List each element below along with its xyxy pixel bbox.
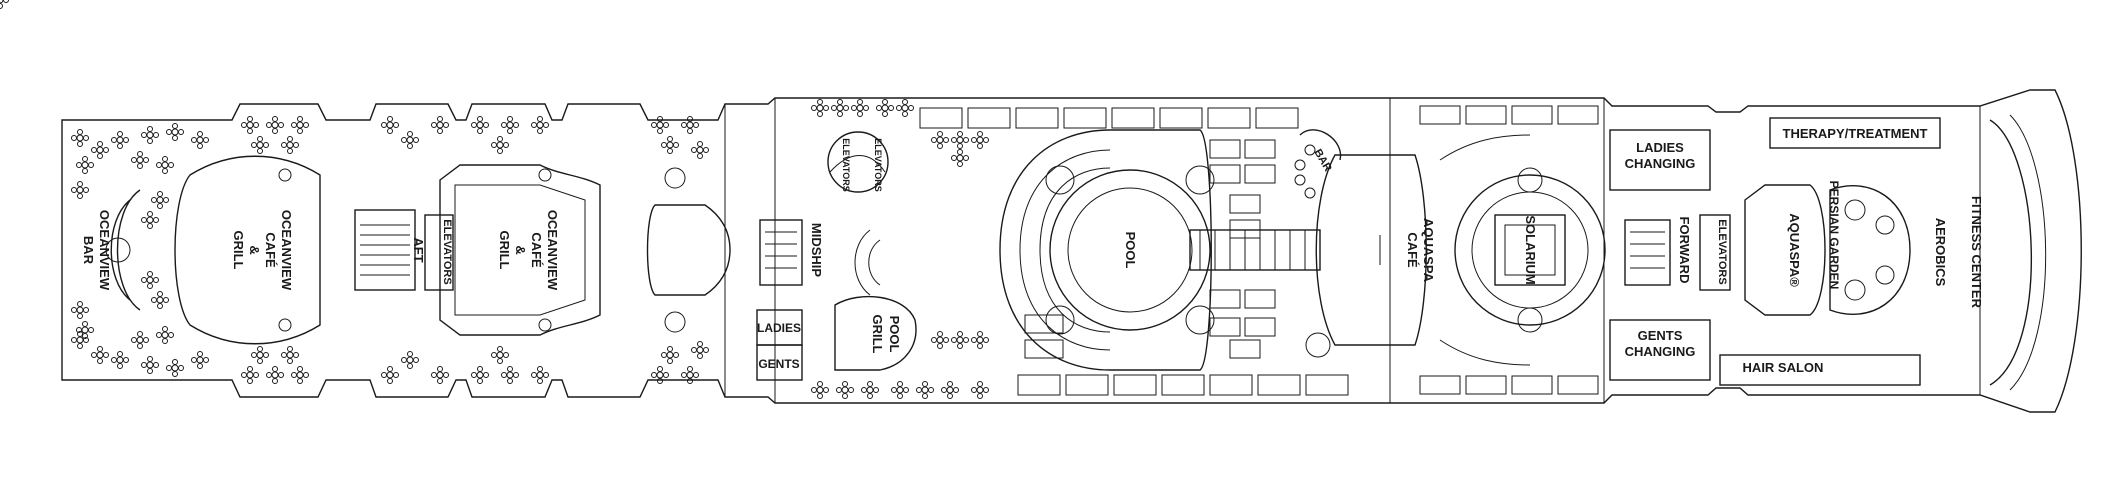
solarium-pool [1454, 174, 1606, 326]
gents-restroom [756, 344, 803, 381]
label-midship: MIDSHIP [809, 223, 824, 278]
aft-seating-clusters [0, 0, 9, 9]
label-oceanview-cafe-right-4: GRILL [497, 231, 512, 270]
label-bar: BAR [1311, 147, 1333, 174]
label-oceanview-cafe-left-4: GRILL [231, 231, 246, 270]
label-ladies-changing-1: LADIES [1636, 140, 1684, 155]
label-elevators-midship-right: ELEVATORS [873, 138, 883, 192]
label-persian-garden: PERSIAN GARDEN [1827, 181, 1841, 290]
label-hair-salon: HAIR SALON [1743, 360, 1824, 375]
persian-garden-outline [1829, 185, 1911, 315]
label-solarium: SOLARIUM [1523, 215, 1538, 284]
mid-aft-lounge [646, 204, 731, 296]
cafe-servery-right [439, 164, 601, 336]
label-pool-grill-1: POOL [887, 316, 902, 353]
therapy-treatment-room [1769, 117, 1941, 149]
gents-changing-room [1609, 319, 1711, 381]
label-pool-grill-2: GRILL [870, 315, 885, 354]
fitness-center-outline [1989, 119, 2033, 386]
label-fitness-center: FITNESS CENTER [1969, 196, 1984, 309]
hull-outline [61, 89, 2082, 413]
label-oceanview-cafe-left-1: OCEANVIEW [279, 210, 294, 291]
label-aquaspa-cafe-2: CAFÉ [1405, 232, 1420, 268]
hair-salon-room [1719, 354, 1921, 386]
label-therapy-treatment: THERAPY/TREATMENT [1783, 126, 1928, 141]
label-elevators-forward: ELEVATORS [1716, 219, 1728, 284]
label-oceanview-cafe-left-3: & [247, 245, 262, 254]
label-forward: FORWARD [1677, 217, 1692, 284]
oceanview-bar-counter [110, 189, 141, 311]
label-pool: POOL [1123, 232, 1138, 269]
label-gents-changing-1: GENTS [1638, 328, 1683, 343]
cafe-servery-left [174, 155, 321, 345]
forward-elevator-block [1699, 214, 1731, 291]
ladies-changing-room [1609, 129, 1711, 191]
aft-elevator-block [424, 214, 454, 291]
pool-amphitheater [999, 129, 1212, 371]
label-aft: AFT [411, 237, 426, 262]
label-oceanview-cafe-right-1: OCEANVIEW [545, 210, 560, 291]
label-oceanview-cafe-right-3: & [513, 245, 528, 254]
label-ladies-changing-2: CHANGING [1625, 156, 1696, 171]
solarium-seating [1419, 105, 1599, 395]
midship-elevator-lobby [827, 131, 889, 193]
label-aerobics: AEROBICS [1933, 218, 1948, 287]
pool-walkway [1189, 229, 1321, 271]
label-aquaspa: AQUASPA® [1787, 213, 1802, 287]
label-elevators-midship-left: ELEVATORS [841, 138, 851, 192]
midship-seating-rows [919, 107, 1349, 396]
forward-stair-well [1624, 219, 1671, 286]
label-gents-changing-2: CHANGING [1625, 344, 1696, 359]
aquaspa-cafe-counter [1315, 154, 1427, 346]
midship-stair-well [759, 219, 803, 286]
label-oceanview-bar-1: OCEANVIEW [97, 210, 112, 291]
label-gents: GENTS [758, 357, 799, 371]
label-aquaspa-cafe-1: AQUASPA [1421, 218, 1436, 283]
aquaspa-pool-outline [1744, 184, 1826, 316]
pool-grill-counter [834, 295, 917, 371]
label-ladies: LADIES [757, 321, 801, 335]
label-oceanview-cafe-right-2: CAFÉ [529, 232, 544, 268]
label-oceanview-cafe-left-2: CAFÉ [263, 232, 278, 268]
aft-stair-well [354, 209, 416, 291]
label-oceanview-bar-2: BAR [81, 236, 96, 265]
label-elevators-aft: ELEVATORS [441, 219, 453, 284]
main-pool [1049, 169, 1211, 331]
